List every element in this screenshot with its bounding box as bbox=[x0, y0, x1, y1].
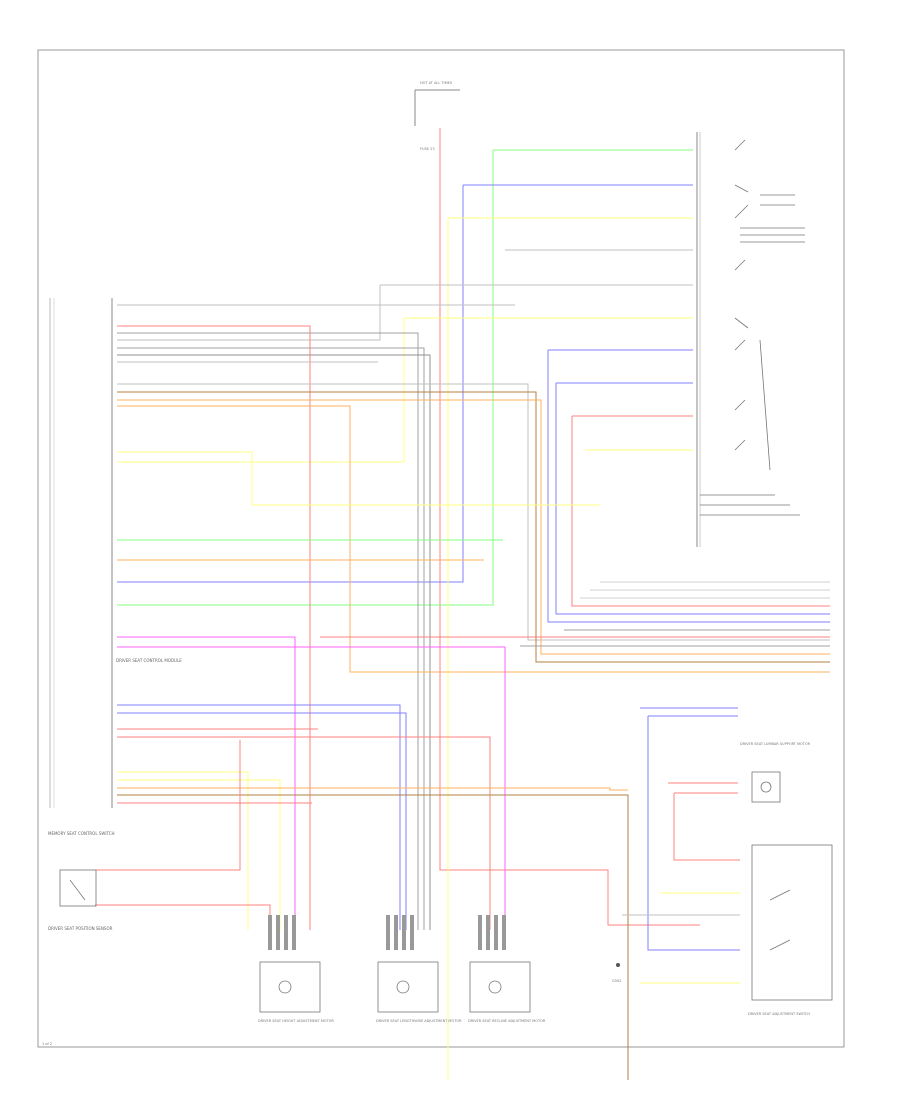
wire-orange-low bbox=[117, 787, 628, 791]
wire-yellow-low-1 bbox=[117, 771, 249, 930]
wire-dark-pin6 bbox=[117, 354, 431, 930]
lumbar-motor: DRIVER SEAT LUMBAR SUPPORT MOTOR bbox=[740, 742, 811, 803]
wire-gray-pin9 bbox=[117, 383, 830, 641]
wire-red-sensor-2 bbox=[95, 904, 271, 930]
position-sensor: MEMORY SEAT CONTROL SWITCH DRIVER SEAT P… bbox=[48, 831, 115, 931]
wire-gray-pin4 bbox=[117, 332, 419, 930]
wire-red-low-2 bbox=[117, 736, 491, 930]
ground: G502 bbox=[612, 963, 621, 983]
ground-label: G502 bbox=[612, 979, 621, 983]
switch-symbols bbox=[700, 139, 805, 516]
position-sensor-label: DRIVER SEAT POSITION SENSOR bbox=[48, 926, 113, 931]
wire-red-pin3 bbox=[117, 325, 311, 930]
wires bbox=[95, 128, 830, 1080]
lumbar-motor-label: DRIVER SEAT LUMBAR SUPPORT MOTOR bbox=[740, 742, 811, 746]
wire-brown-low bbox=[117, 794, 629, 1080]
wire-orange-pin11 bbox=[117, 399, 830, 655]
wire-green-drop bbox=[117, 150, 494, 606]
wire-orange-pin12 bbox=[117, 405, 830, 673]
connector-label: DRIVER SEAT CONTROL MODULE bbox=[116, 658, 182, 663]
wire-red-feed bbox=[439, 128, 700, 926]
wire-red-right-drop bbox=[571, 416, 830, 607]
diagram-frame bbox=[37, 49, 845, 1048]
seat-adjust-switch-label: DRIVER SEAT ADJUSTMENT SWITCH bbox=[748, 1012, 810, 1016]
wire-gray-pin5 bbox=[117, 347, 425, 930]
wire-yellow-pin15 bbox=[117, 451, 600, 506]
motor-3: DRIVER SEAT RECLINE ADJUSTMENT MOTOR bbox=[468, 961, 546, 1023]
motor-1: DRIVER SEAT HEIGHT ADJUSTMENT MOTOR bbox=[258, 961, 334, 1023]
memory-switch-label: MEMORY SEAT CONTROL SWITCH bbox=[48, 831, 115, 836]
motor-2: DRIVER SEAT LENGTHWISE ADJUSTMENT MOTOR bbox=[376, 961, 462, 1023]
seat-adjust-switch: DRIVER SEAT ADJUSTMENT SWITCH bbox=[748, 844, 833, 1016]
wire-magenta-pin29 bbox=[117, 646, 506, 930]
wire-blue-low-2 bbox=[117, 712, 407, 930]
motor-2-label: DRIVER SEAT LENGTHWISE ADJUSTMENT MOTOR bbox=[376, 1019, 462, 1023]
fuse-top-label: HOT AT ALL TIMES bbox=[420, 81, 453, 85]
wire-blue-rb-2-drop bbox=[647, 716, 740, 951]
motor-connector-pins bbox=[268, 915, 506, 950]
wire-yellow-low-2 bbox=[117, 779, 281, 930]
wire-blue-drop bbox=[117, 185, 464, 583]
frame-label: 1 of 2 bbox=[42, 1042, 52, 1046]
wire-magenta-pin28 bbox=[117, 636, 296, 930]
motor-3-label: DRIVER SEAT RECLINE ADJUSTMENT MOTOR bbox=[468, 1019, 546, 1023]
fuse-block: HOT AT ALL TIMES FUSE 23 bbox=[414, 81, 460, 151]
wire-red-rb-2-drop bbox=[673, 793, 740, 861]
wire-blue-right-1-drop bbox=[547, 350, 830, 623]
wire-brown-pin10 bbox=[117, 391, 830, 663]
fuse-label: FUSE 23 bbox=[420, 147, 435, 151]
wire-yellow-2-drop bbox=[117, 318, 405, 463]
control-module-connector: DRIVER SEAT CONTROL MODULE bbox=[49, 298, 182, 808]
wire-blue-right-2-drop bbox=[555, 383, 830, 615]
wire-red-sensor-1 bbox=[95, 740, 241, 871]
wire-blue-low-1 bbox=[117, 704, 401, 930]
motor-1-label: DRIVER SEAT HEIGHT ADJUSTMENT MOTOR bbox=[258, 1019, 334, 1023]
wire-gray-mid-drop bbox=[117, 285, 381, 341]
